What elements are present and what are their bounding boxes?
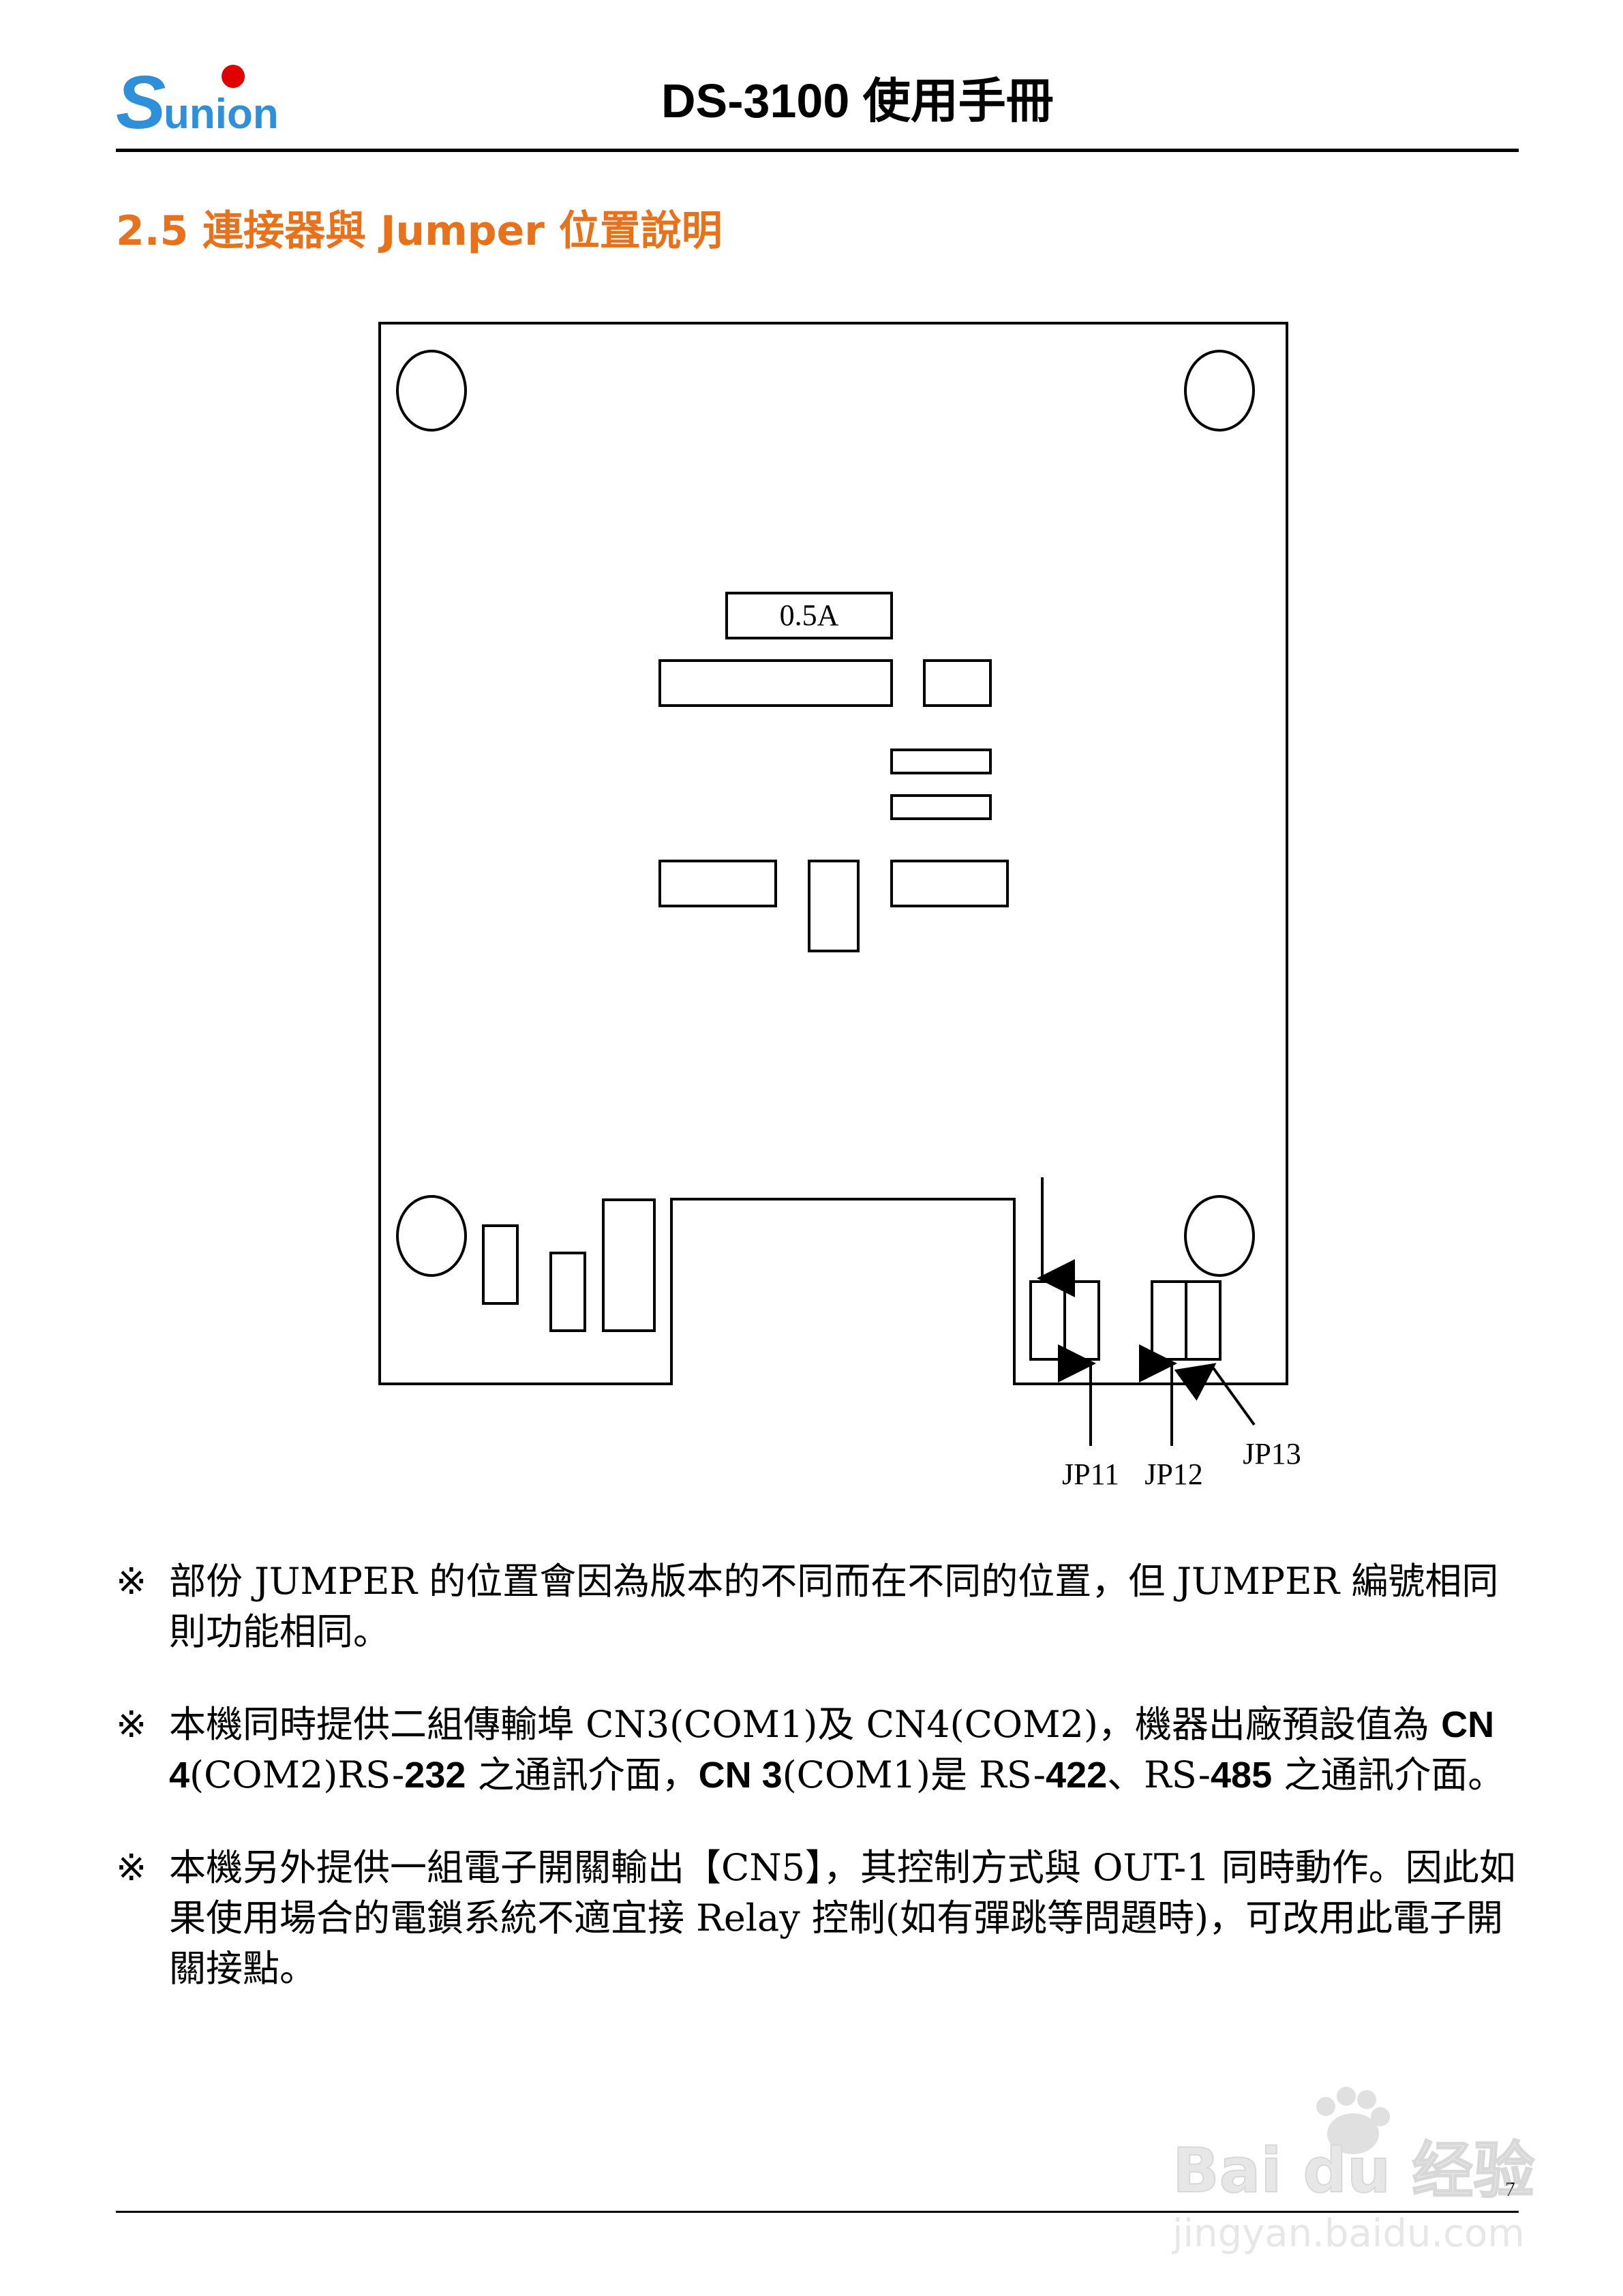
component (658, 860, 777, 907)
jp11-label: JP11 (1062, 1457, 1119, 1491)
svg-text:union: union (164, 91, 279, 138)
baidu-watermark: Bai du 经验 jingyan.baidu.com (1171, 2087, 1535, 2256)
jp12-label: JP12 (1144, 1457, 1203, 1491)
header-rule (116, 149, 1519, 152)
note-text: 本機同時提供二組傳輸埠 CN3(COM1)及 CN4(COM2)，機器出廠預設值… (169, 1703, 1505, 1796)
component (549, 1252, 586, 1332)
component (658, 659, 893, 707)
fuse-label: 0.5A (780, 599, 839, 632)
page-number: 7 (1505, 2178, 1515, 2201)
note-text: 部份 JUMPER 的位置會因為版本的不同而在不同的位置，但 JUMPER 編號… (169, 1560, 1499, 1653)
board-outline (378, 322, 1288, 1385)
note-electronic-switch: ※ 本機另外提供一組電子開關輸出【CN5】，其控制方式與 OUT-1 同時動作。… (116, 1843, 1520, 1994)
watermark-brand: Bai du 经验 (1172, 2135, 1534, 2207)
mount-hole (396, 1195, 467, 1277)
note-mark: ※ (116, 1846, 147, 1889)
component (808, 860, 860, 952)
component (482, 1224, 519, 1305)
fuse-box (725, 592, 893, 639)
component (602, 1198, 656, 1332)
note-mark: ※ (116, 1703, 147, 1746)
footer-rule (116, 2211, 1519, 2213)
mount-hole (1184, 350, 1255, 432)
sunion-logo: S union (116, 61, 279, 143)
component (923, 659, 992, 707)
document-title: DS-3100 使用手冊 (661, 74, 1054, 127)
watermark-url: jingyan.baidu.com (1171, 2211, 1525, 2256)
jp13-label: JP13 (1243, 1437, 1301, 1470)
component (890, 749, 992, 774)
note-mark: ※ (116, 1560, 147, 1603)
note-text: 本機另外提供一組電子開關輸出【CN5】，其控制方式與 OUT-1 同時動作。因此… (169, 1846, 1516, 1990)
note-serial-ports: ※ 本機同時提供二組傳輸埠 CN3(COM1)及 CN4(COM2)，機器出廠預… (116, 1700, 1520, 1800)
mount-hole (1184, 1195, 1255, 1277)
component (890, 860, 1009, 907)
svg-text:S: S (116, 61, 166, 143)
note-jumper-position: ※ 部份 JUMPER 的位置會因為版本的不同而在不同的位置，但 JUMPER … (116, 1556, 1520, 1657)
mount-hole (396, 350, 467, 432)
section-heading: 2.5 連接器與 Jumper 位置說明 (116, 207, 723, 255)
component (890, 794, 992, 820)
